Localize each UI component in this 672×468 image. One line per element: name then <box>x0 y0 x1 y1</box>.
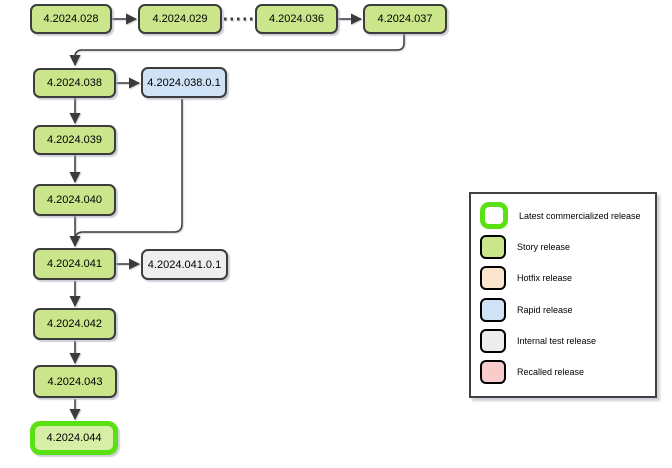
node-4-2024-028: 4.2024.028 <box>30 4 112 34</box>
node-4-2024-041-0-1: 4.2024.041.0.1 <box>141 249 228 280</box>
node-4-2024-043: 4.2024.043 <box>33 365 117 398</box>
legend-swatch-hotfix <box>480 266 506 291</box>
edge-038-0-1-041 <box>74 99 183 241</box>
node-4-2024-042: 4.2024.042 <box>33 308 116 340</box>
node-4-2024-040: 4.2024.040 <box>33 184 116 216</box>
legend-item-latest-commercialized: Latest commercialized release <box>480 202 651 229</box>
legend-item-rapid: Rapid release <box>480 296 651 323</box>
node-4-2024-036: 4.2024.036 <box>255 4 338 34</box>
legend-item-recalled: Recalled release <box>480 359 651 386</box>
legend-label: Latest commercialized release <box>519 210 641 221</box>
legend-label: Hotfix release <box>517 273 573 284</box>
legend-item-story: Story release <box>480 233 651 260</box>
node-4-2024-038-0-1: 4.2024.038.0.1 <box>141 67 227 98</box>
legend-swatch-story <box>480 234 506 259</box>
node-4-2024-029: 4.2024.029 <box>138 4 222 34</box>
legend-item-hotfix: Hotfix release <box>480 265 651 292</box>
legend-label: Story release <box>517 241 571 252</box>
node-4-2024-039: 4.2024.039 <box>33 125 116 155</box>
node-4-2024-038: 4.2024.038 <box>33 68 116 98</box>
edge-037-038 <box>69 34 405 67</box>
legend-label: Internal test release <box>517 336 597 347</box>
node-4-2024-037: 4.2024.037 <box>363 4 447 34</box>
node-4-2024-044: 4.2024.044 <box>30 421 118 455</box>
legend-item-internal-test: Internal test release <box>480 328 651 355</box>
legend-label: Recalled release <box>517 367 585 378</box>
node-4-2024-041: 4.2024.041 <box>33 248 116 280</box>
legend-swatch-recalled <box>480 360 506 385</box>
legend-swatch-latest <box>480 202 508 229</box>
legend: Latest commercialized release Story rele… <box>469 192 657 398</box>
legend-swatch-internal-test <box>480 329 506 354</box>
legend-swatch-rapid <box>480 297 506 322</box>
legend-label: Rapid release <box>517 304 573 315</box>
